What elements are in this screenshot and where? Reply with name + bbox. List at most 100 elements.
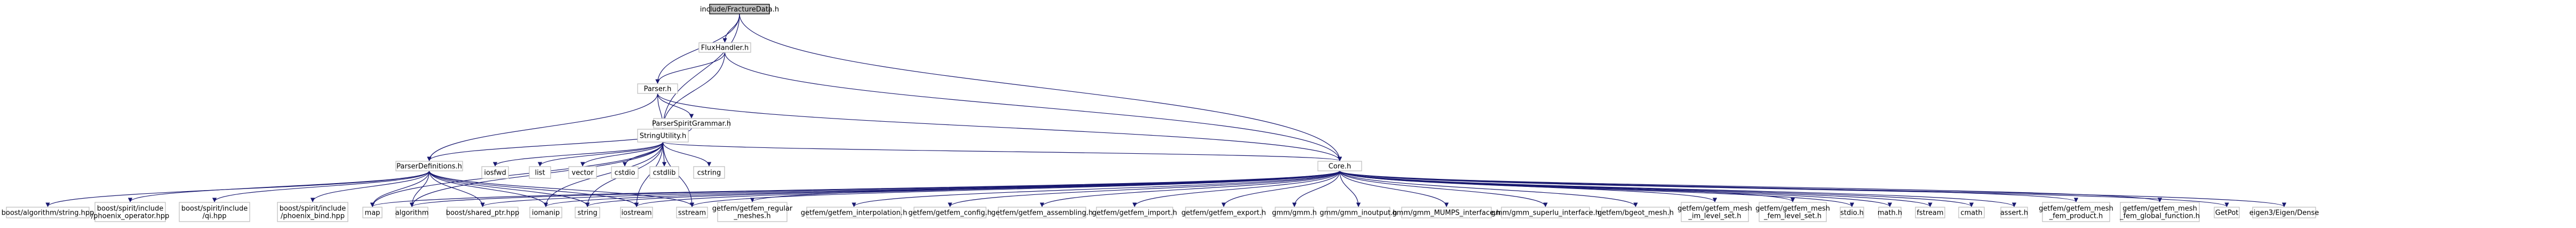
node-box-gmm_superlu: [1501, 207, 1590, 218]
node-iosfwd[interactable]: iosfwd: [481, 166, 509, 179]
node-stdio[interactable]: stdio.h: [1840, 207, 1864, 218]
edge-core-to-gmm_superlu: [1339, 170, 1548, 207]
edge-core-to-fstream: [1339, 170, 1933, 207]
edge-flux-to-strutil: [661, 52, 726, 129]
node-box-b_qi: [179, 202, 250, 222]
edge-core-to-gf_import: [1132, 170, 1340, 207]
node-gf_interp[interactable]: getfem/getfem_interpolation.h: [801, 207, 907, 218]
node-box-sstream: [676, 207, 708, 218]
node-box-root: [709, 4, 770, 14]
node-label-gf_fem_set-line-0: getfem/getfem_mesh: [1755, 205, 1830, 213]
node-cstring[interactable]: cstring: [693, 166, 725, 179]
node-math[interactable]: math.h: [1878, 207, 1902, 218]
node-label-cstdlib: cstdlib: [653, 169, 676, 177]
node-box-gf_export: [1185, 207, 1262, 218]
node-box-gf_import: [1096, 207, 1173, 218]
node-gf_bgeot[interactable]: getfem/bgeot_mesh.h: [1597, 207, 1674, 218]
node-label-gf_reg-line-1: _meshes.h: [733, 213, 770, 221]
node-b_algo[interactable]: boost/algorithm/string.hpp: [2, 207, 94, 218]
node-gmm_io[interactable]: gmm/gmm_inoutput.h: [1319, 207, 1397, 218]
node-label-map: map: [365, 209, 380, 217]
node-eigen[interactable]: eigen3/Eigen/Dense: [2249, 207, 2319, 218]
node-core[interactable]: Core.h: [1317, 161, 1362, 171]
node-list[interactable]: list: [529, 166, 551, 179]
edge-parser-to-core: [657, 93, 1342, 161]
edge-defs-to-iomanip: [428, 170, 548, 207]
node-algorithm[interactable]: algorithm: [395, 207, 429, 218]
edge-defs-to-b_phx_bind: [310, 170, 430, 202]
node-label-b_shared: boost/shared_ptr.hpp: [446, 209, 520, 217]
node-iomanip[interactable]: iomanip: [529, 207, 562, 218]
node-root[interactable]: include/FractureData.h: [700, 4, 779, 14]
node-box-flux: [698, 42, 751, 53]
edge-defs-to-map: [370, 170, 430, 207]
edge-root-to-strutil: [661, 13, 740, 129]
node-cstdio[interactable]: cstdio: [611, 166, 639, 179]
node-box-gf_interp: [806, 207, 902, 218]
node-b_shared[interactable]: boost/shared_ptr.hpp: [446, 207, 520, 218]
node-spirit[interactable]: ParserSpiritGrammar.h: [652, 118, 731, 129]
edge-core-to-algorithm: [410, 170, 1340, 207]
node-box-iosfwd: [481, 166, 509, 179]
node-vector[interactable]: vector: [568, 166, 597, 179]
node-box-defs: [395, 161, 463, 171]
edge-root-to-core: [739, 13, 1342, 161]
node-label-fstream: fstream: [1917, 209, 1943, 217]
node-sstream[interactable]: sstream: [676, 207, 708, 218]
node-gmm_mumps[interactable]: gmm/gmm_MUMPS_interface.h: [1393, 207, 1501, 218]
node-box-b_algo: [6, 207, 90, 218]
node-gf_reg[interactable]: getfem/getfem_regular_meshes.h: [712, 202, 793, 222]
edge-core-to-sstream: [690, 170, 1340, 207]
node-gf_export[interactable]: getfem/getfem_export.h: [1181, 207, 1266, 218]
edge-flux-to-core: [724, 52, 1342, 161]
node-label-sstream: sstream: [678, 209, 706, 217]
node-defs[interactable]: ParserDefinitions.h: [395, 161, 463, 171]
node-b_phx_op[interactable]: boost/spirit/include/phoenix_operator.hp…: [91, 202, 169, 222]
node-flux[interactable]: FluxHandler.h: [698, 42, 751, 53]
node-label-cstdio: cstdio: [615, 169, 635, 177]
nodes-layer: include/FractureData.hFluxHandler.hParse…: [2, 4, 2319, 222]
node-map[interactable]: map: [362, 207, 383, 218]
node-gf_import[interactable]: getfem/getfem_import.h: [1092, 207, 1177, 218]
node-gf_im_set[interactable]: getfem/getfem_mesh_im_level_set.h: [1677, 202, 1752, 222]
node-cmath[interactable]: cmath: [1958, 207, 1985, 218]
node-label-iosfwd: iosfwd: [484, 169, 506, 177]
node-b_phx_bind[interactable]: boost/spirit/include/phoenix_bind.hpp: [277, 202, 348, 222]
node-fstream[interactable]: fstream: [1915, 207, 1945, 218]
node-label-b_phx_bind-line-1: /phoenix_bind.hpp: [281, 213, 345, 221]
node-string[interactable]: string: [575, 207, 600, 218]
node-getpot[interactable]: GetPot: [2214, 207, 2240, 218]
node-label-strutil: StringUtility.h: [640, 132, 687, 140]
node-iostream[interactable]: iostream: [620, 207, 653, 218]
node-label-stdio: stdio.h: [1840, 209, 1864, 217]
node-box-spirit: [653, 118, 730, 129]
node-box-gf_config: [913, 207, 987, 218]
node-box-getpot: [2214, 207, 2240, 218]
node-cstdlib[interactable]: cstdlib: [649, 166, 679, 179]
node-box-gmm_mumps: [1401, 207, 1492, 218]
node-gf_config[interactable]: getfem/getfem_config.h: [908, 207, 992, 218]
node-box-math: [1878, 207, 1902, 218]
node-label-gf_fem_prod-line-1: _fem_product.h: [2049, 213, 2103, 221]
node-gf_assem[interactable]: getfem/getfem_assembling.h: [991, 207, 1093, 218]
node-assert[interactable]: assert.h: [2000, 207, 2028, 218]
edge-strutil-to-iosfwd: [492, 141, 664, 167]
node-strutil[interactable]: StringUtility.h: [637, 129, 689, 143]
node-box-gf_assem: [998, 207, 1086, 218]
node-label-b_phx_op-line-0: boost/spirit/include: [97, 205, 164, 213]
edge-core-to-gmm: [1292, 170, 1340, 207]
node-gmm[interactable]: gmm/gmm.h: [1272, 207, 1317, 218]
node-box-gf_reg: [717, 202, 788, 222]
edge-core-to-gmm_mumps: [1339, 170, 1449, 207]
node-gf_fem_prod[interactable]: getfem/getfem_mesh_fem_product.h: [2039, 202, 2113, 222]
node-label-gf_fem_glob-line-0: getfem/getfem_mesh: [2122, 205, 2197, 213]
node-gf_fem_set[interactable]: getfem/getfem_mesh_fem_level_set.h: [1755, 202, 1830, 222]
edge-defs-to-b_qi: [212, 170, 430, 202]
edge-parser-to-defs: [427, 93, 658, 161]
node-b_qi[interactable]: boost/spirit/include/qi.hpp: [179, 202, 250, 222]
node-box-algorithm: [395, 207, 428, 218]
node-parser[interactable]: Parser.h: [637, 83, 678, 94]
node-gmm_superlu[interactable]: gmm/gmm_superlu_interface.h: [1491, 207, 1600, 218]
node-gf_fem_glob[interactable]: getfem/getfem_mesh_fem_global_function.h: [2119, 202, 2200, 222]
node-box-gf_fem_prod: [2042, 202, 2110, 222]
